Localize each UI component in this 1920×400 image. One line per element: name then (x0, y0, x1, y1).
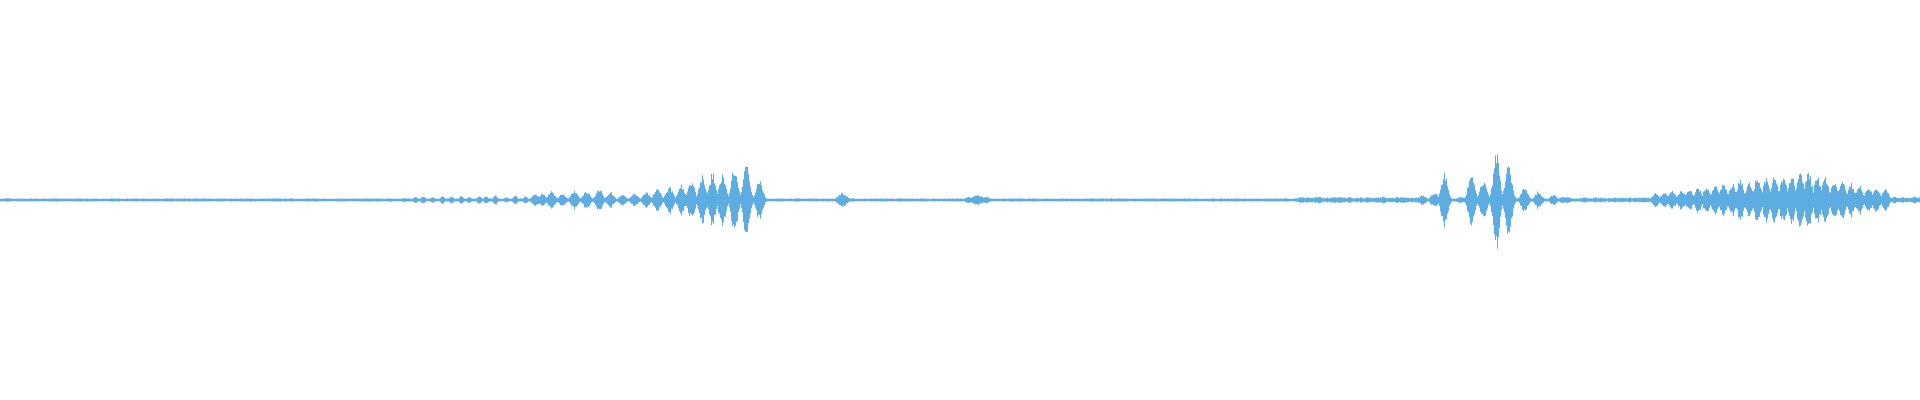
waveform-trace (0, 154, 1920, 249)
